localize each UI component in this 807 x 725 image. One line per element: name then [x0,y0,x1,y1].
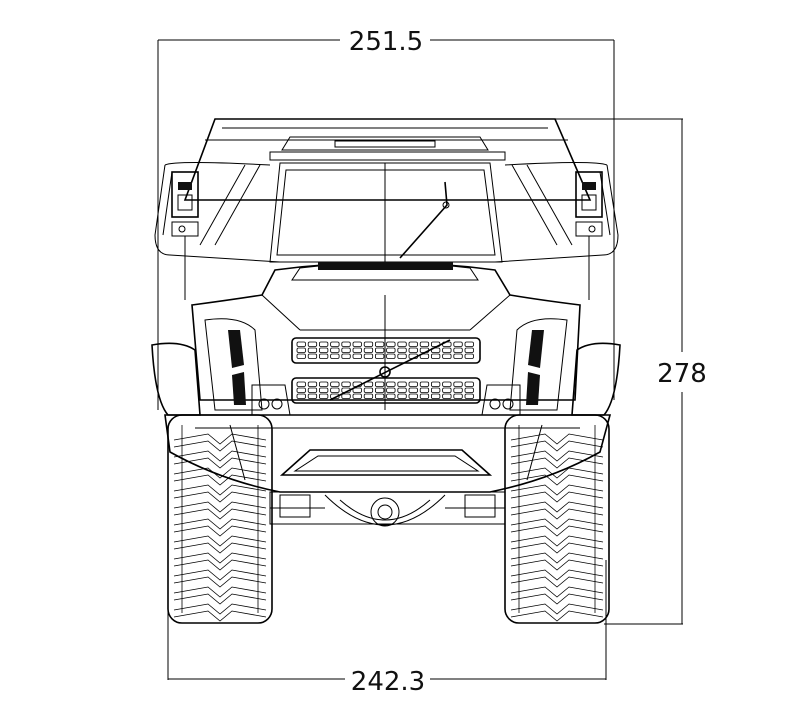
height-label: 278 [657,359,707,389]
dimension-track-width: 242.3 [167,560,607,697]
left-mirror [171,171,199,300]
dimension-height: 278 [555,118,707,625]
vehicle-body [151,118,621,624]
dimension-overall-width: 251.5 [157,27,615,410]
overall-width-label: 251.5 [349,27,423,57]
front-grille [291,337,481,404]
right-mirror [575,171,603,300]
left-front-tire [167,414,273,624]
undercarriage [269,491,506,527]
track-width-label: 242.3 [351,667,425,697]
right-front-tire [504,414,610,624]
